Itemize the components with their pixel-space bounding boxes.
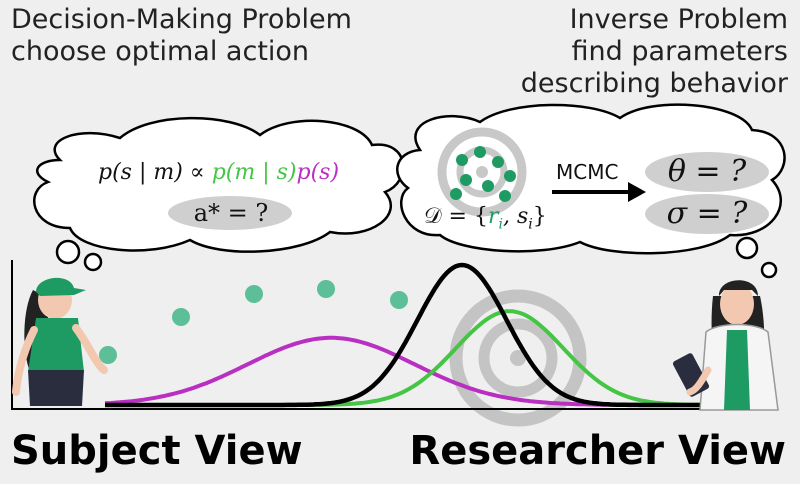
stimulus-index: i [528,216,533,233]
theta-highlight [645,152,769,192]
ball-trajectory [99,280,408,364]
distribution-curves [104,262,700,408]
researcher-view-label: Researcher View [409,428,786,474]
ball-2 [172,308,190,326]
right-title-line-2: find parameters [571,36,788,67]
theta-estimate: θ = ? [667,154,747,189]
likelihood-term: p(m | s) [211,160,297,185]
response-index: i [498,216,503,233]
prior-term: p(s) [296,160,340,185]
sigma-highlight [645,194,769,234]
right-tail-bubble-small [760,261,778,279]
left-title: Decision-Making Problem choose optimal a… [11,4,352,68]
dataset-prefix: 𝒟 = { [424,204,488,229]
right-title-line-1: Inverse Problem [569,4,788,35]
stimulus-s: , s [503,204,529,229]
posterior-term: p(s | m) ∝ [98,160,212,185]
subject-person [12,277,108,406]
ball-4 [317,280,335,298]
left-thought-bubble [33,116,405,253]
response-r: r [487,204,499,229]
mcmc-label: MCMC [556,160,619,184]
right-title: Inverse Problem find parameters describi… [521,4,788,100]
mcmc-arrow-head [628,182,646,202]
dataset-suffix: } [532,204,547,229]
left-title-line-1: Decision-Making Problem [11,4,352,35]
sigma-estimate: σ = ? [666,196,748,231]
optimal-action: a* = ? [193,199,269,227]
researcher-person [672,280,779,411]
posterior-curve [105,262,700,408]
left-tail-bubble-large [55,239,81,265]
ball-3 [245,285,263,303]
target [449,289,587,427]
data-balls [450,146,516,202]
ball-5 [390,291,408,309]
dataset-formula: 𝒟 = {ri, si} [424,204,547,232]
right-title-line-3: describing behavior [520,68,788,99]
action-highlight [168,196,292,230]
left-tail-bubble-small [83,252,103,272]
bayes-formula: p(s | m) ∝ p(m | s)p(s) [98,160,339,185]
ball-1 [99,346,117,364]
subject-view-label: Subject View [11,428,303,474]
left-title-line-2: choose optimal action [11,36,310,67]
right-tail-bubble-large [735,236,759,260]
